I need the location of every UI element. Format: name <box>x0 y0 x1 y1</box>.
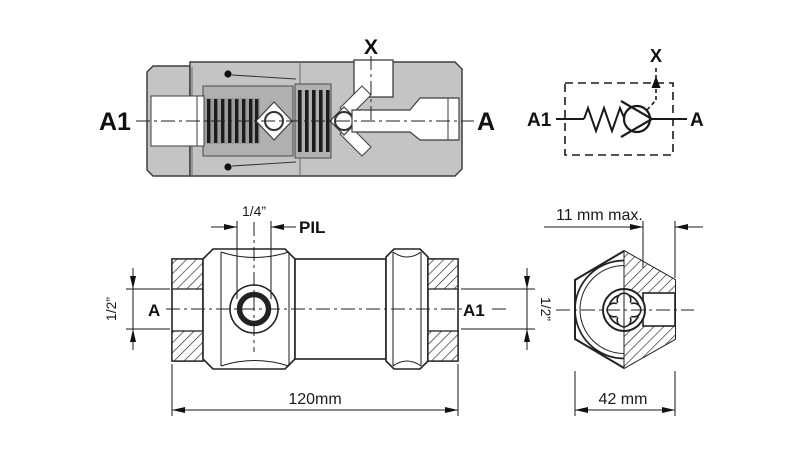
dim-depth: 11 mm max. <box>544 207 703 278</box>
seal-rings <box>224 70 297 171</box>
cross-section-view: A1 A X <box>99 36 495 177</box>
schematic-symbol: A1 A X <box>527 46 704 156</box>
dim-pilot-port-text: 1/4” <box>242 203 266 219</box>
dim-port-right-text: 1/2” <box>538 297 554 321</box>
side-label-a: A <box>148 301 160 320</box>
dim-across-flats: 42 mm <box>574 371 676 416</box>
spring-symbol <box>583 104 626 135</box>
symbol-label-x: X <box>650 46 662 66</box>
dim-port-right: 1/2” <box>461 268 554 350</box>
pilot-line-symbol <box>646 66 661 111</box>
left-end-fitting <box>171 258 204 362</box>
symbol-label-a1: A1 <box>527 110 552 131</box>
dim-depth-text: 11 mm max. <box>556 207 643 224</box>
pilot-arrow <box>651 76 661 88</box>
side-view: 1/4” PIL 1/2” 1/2” 120mm <box>103 203 554 416</box>
side-label-a1: A1 <box>463 301 485 320</box>
dim-port-left-text: 1/2” <box>103 297 119 321</box>
dim-port-left: 1/2” <box>103 268 170 350</box>
hex-body-right <box>385 248 429 370</box>
port-a-bore <box>351 97 460 141</box>
label-pil: PIL <box>299 218 325 237</box>
dim-pilot-port: 1/4” PIL <box>211 203 325 299</box>
end-view: 11 mm max. 42 mm <box>544 207 703 416</box>
label-port-x: X <box>364 36 378 59</box>
dim-length: 120mm <box>171 364 459 416</box>
dim-length-text: 120mm <box>288 391 341 408</box>
symbol-label-a: A <box>690 110 704 131</box>
dim-across-flats-text: 42 mm <box>599 391 648 408</box>
label-port-a1: A1 <box>99 108 131 136</box>
right-end-fitting <box>427 258 459 362</box>
label-port-a: A <box>477 108 495 136</box>
